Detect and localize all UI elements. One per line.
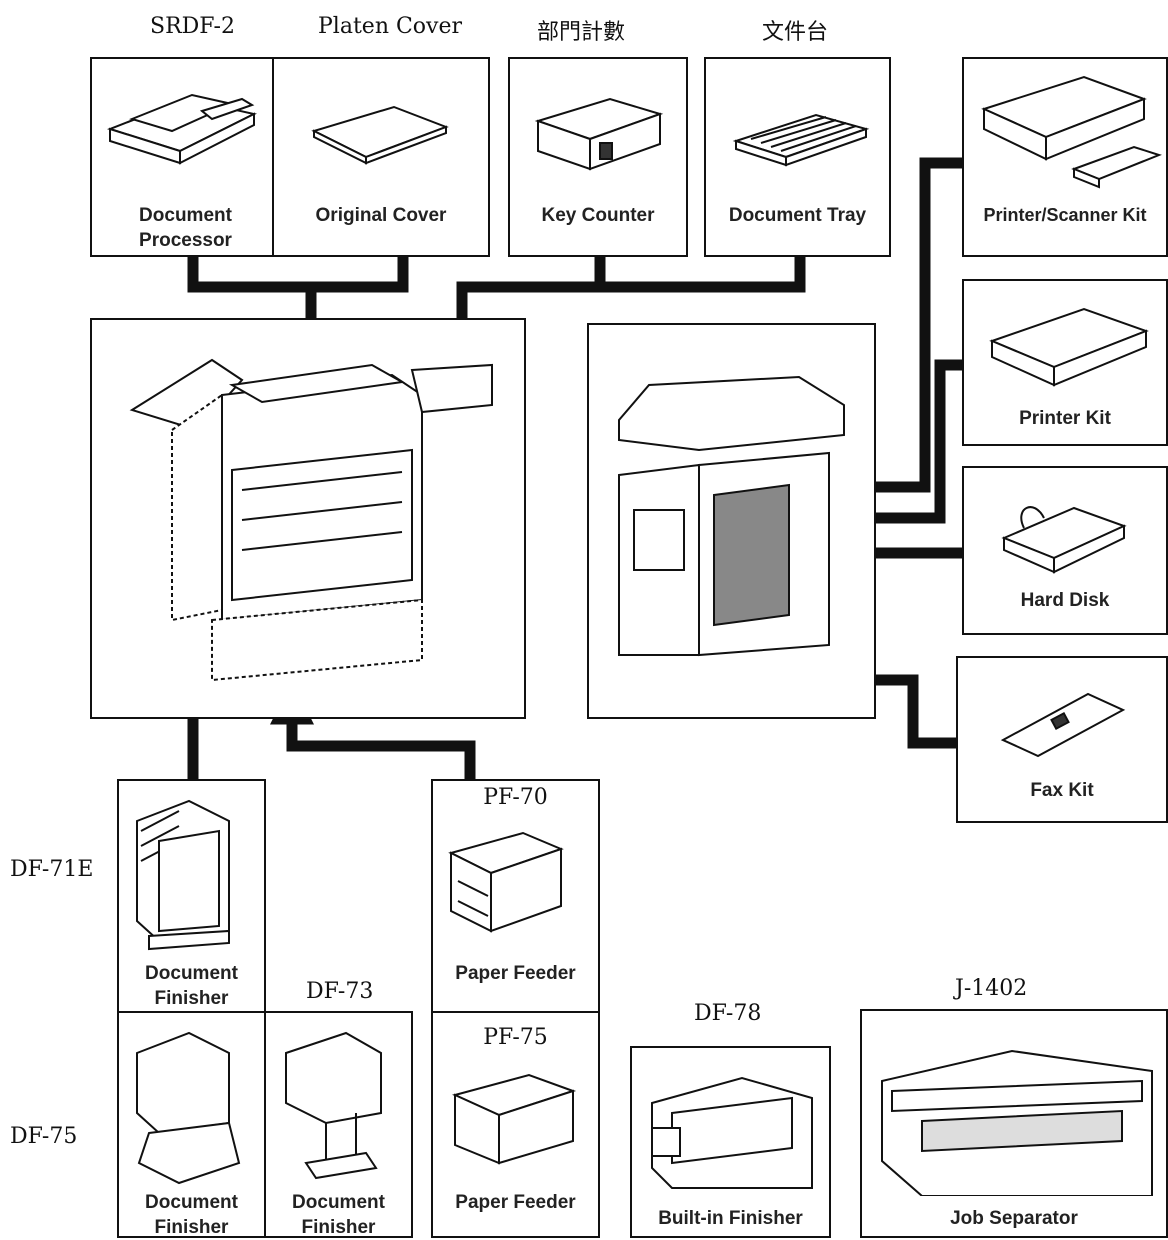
copier-illustration [92, 320, 524, 717]
option-paper-feeder-pf70: PF-70 Paper Feeder [431, 779, 600, 1013]
model-label-j1402: J-1402 [955, 976, 1027, 1001]
key-counter-label: Key Counter [510, 203, 686, 228]
printer-scanner-kit-illustration [964, 59, 1166, 199]
fax-kit-illustration [958, 658, 1166, 768]
document-processor-label-line2: Processor [92, 228, 279, 253]
key-counter-illustration [510, 59, 686, 199]
main-copier-box [90, 318, 526, 719]
hard-disk-label: Hard Disk [964, 588, 1166, 613]
model-label-srdf: SRDF-2 [150, 14, 235, 39]
model-label-df75: DF-75 [10, 1124, 77, 1149]
paper-feeder-pf75-label: Paper Feeder [433, 1190, 598, 1215]
option-document-finisher-df73: Document Finisher [264, 1011, 413, 1238]
model-label-platen: Platen Cover [318, 14, 462, 39]
builtin-finisher-illustration [632, 1048, 829, 1193]
option-key-counter: Key Counter [508, 57, 688, 257]
model-label-doc-table: 文件台 [762, 14, 828, 46]
builtin-finisher-label: Built-in Finisher [632, 1206, 829, 1231]
arrow-key-counter [600, 255, 800, 287]
copier-rear-box [587, 323, 876, 719]
option-original-cover: Original Cover [272, 57, 490, 257]
model-label-df71e: DF-71E [10, 857, 93, 882]
model-label-df78: DF-78 [694, 1001, 761, 1026]
option-printer-kit: Printer Kit [962, 279, 1168, 446]
copier-rear-illustration [589, 325, 874, 717]
original-cover-label: Original Cover [274, 203, 488, 228]
option-printer-scanner-kit: Printer/Scanner Kit [962, 57, 1168, 257]
model-label-dept-counter: 部門計數 [537, 14, 625, 46]
model-label-df73: DF-73 [306, 979, 373, 1004]
document-finisher-df71e-label-line1: Document [119, 961, 264, 986]
option-paper-feeder-pf75: PF-75 Paper Feeder [431, 1011, 600, 1238]
option-document-processor: Document Processor [90, 57, 281, 257]
document-finisher-df75-label-line2: Finisher [119, 1215, 264, 1240]
document-tray-illustration [706, 59, 889, 199]
document-finisher-df73-label-line1: Document [266, 1190, 411, 1215]
option-document-finisher-df71e: Document Finisher [117, 779, 266, 1013]
document-processor-label-line1: Document [92, 203, 279, 228]
job-separator-label: Job Separator [862, 1206, 1166, 1231]
document-finisher-df71e-label-line2: Finisher [119, 986, 264, 1011]
option-document-tray: Document Tray [704, 57, 891, 257]
document-tray-label: Document Tray [706, 203, 889, 228]
fax-kit-label: Fax Kit [958, 778, 1166, 803]
printer-scanner-kit-label: Printer/Scanner Kit [964, 203, 1166, 228]
option-builtin-finisher: Built-in Finisher [630, 1046, 831, 1238]
arrow-document-processor [193, 255, 403, 287]
option-hard-disk: Hard Disk [962, 466, 1168, 635]
option-job-separator: Job Separator [860, 1009, 1168, 1238]
document-finisher-df75-illustration [119, 1013, 264, 1188]
printer-kit-label: Printer Kit [964, 406, 1166, 431]
document-finisher-df75-label-line1: Document [119, 1190, 264, 1215]
paper-feeder-pf70-illustration [433, 781, 598, 951]
document-finisher-df73-label-line2: Finisher [266, 1215, 411, 1240]
paper-feeder-pf75-illustration [433, 1013, 598, 1188]
document-processor-illustration [92, 59, 279, 199]
original-cover-illustration [274, 59, 488, 199]
paper-feeder-pf70-label: Paper Feeder [433, 961, 598, 986]
hard-disk-illustration [964, 468, 1166, 583]
option-document-finisher-df75: Document Finisher [117, 1011, 266, 1238]
document-finisher-df73-illustration [266, 1013, 411, 1188]
job-separator-illustration [862, 1011, 1166, 1196]
printer-kit-illustration [964, 281, 1166, 396]
document-finisher-df71e-illustration [119, 781, 264, 951]
option-fax-kit: Fax Kit [956, 656, 1168, 823]
